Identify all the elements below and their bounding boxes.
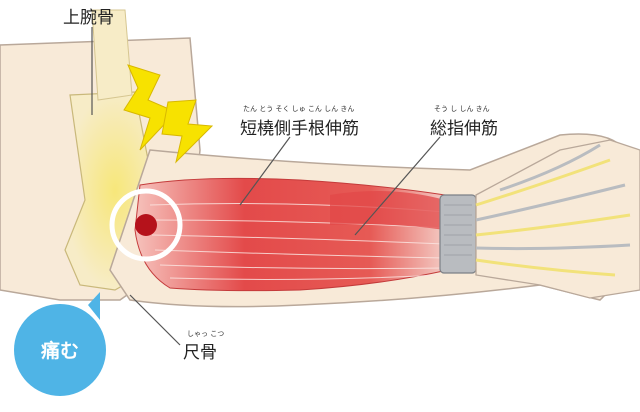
label-humerus: 上腕骨 [63,8,114,28]
label-edc: 総指伸筋 [430,119,498,139]
leader-lines [91,27,441,346]
ruby-edc: そう し しん きん [434,105,490,113]
extensor-digitorum-muscle [330,191,445,230]
label-ecrb: 短橈側手根伸筋 [240,119,359,139]
pain-badge: 痛む [14,292,106,396]
pain-badge-text: 痛む [41,339,79,362]
ruby-ulna: しゃっ こつ [187,330,224,338]
extensor-retinaculum [439,194,477,274]
hand-tendons [475,143,631,277]
hand [475,139,640,299]
muscle-fibers [149,203,446,280]
lightning-bolt-icon [123,64,177,151]
pain-point [135,214,157,236]
pain-highlight-ring [109,188,183,262]
label-ulna: 尺骨 [183,343,217,363]
ruby-ecrb: たん とう そく しゅ こん しん きん [243,105,354,113]
lightning-bolt-icon [161,99,214,164]
humerus-shaft [91,9,133,101]
